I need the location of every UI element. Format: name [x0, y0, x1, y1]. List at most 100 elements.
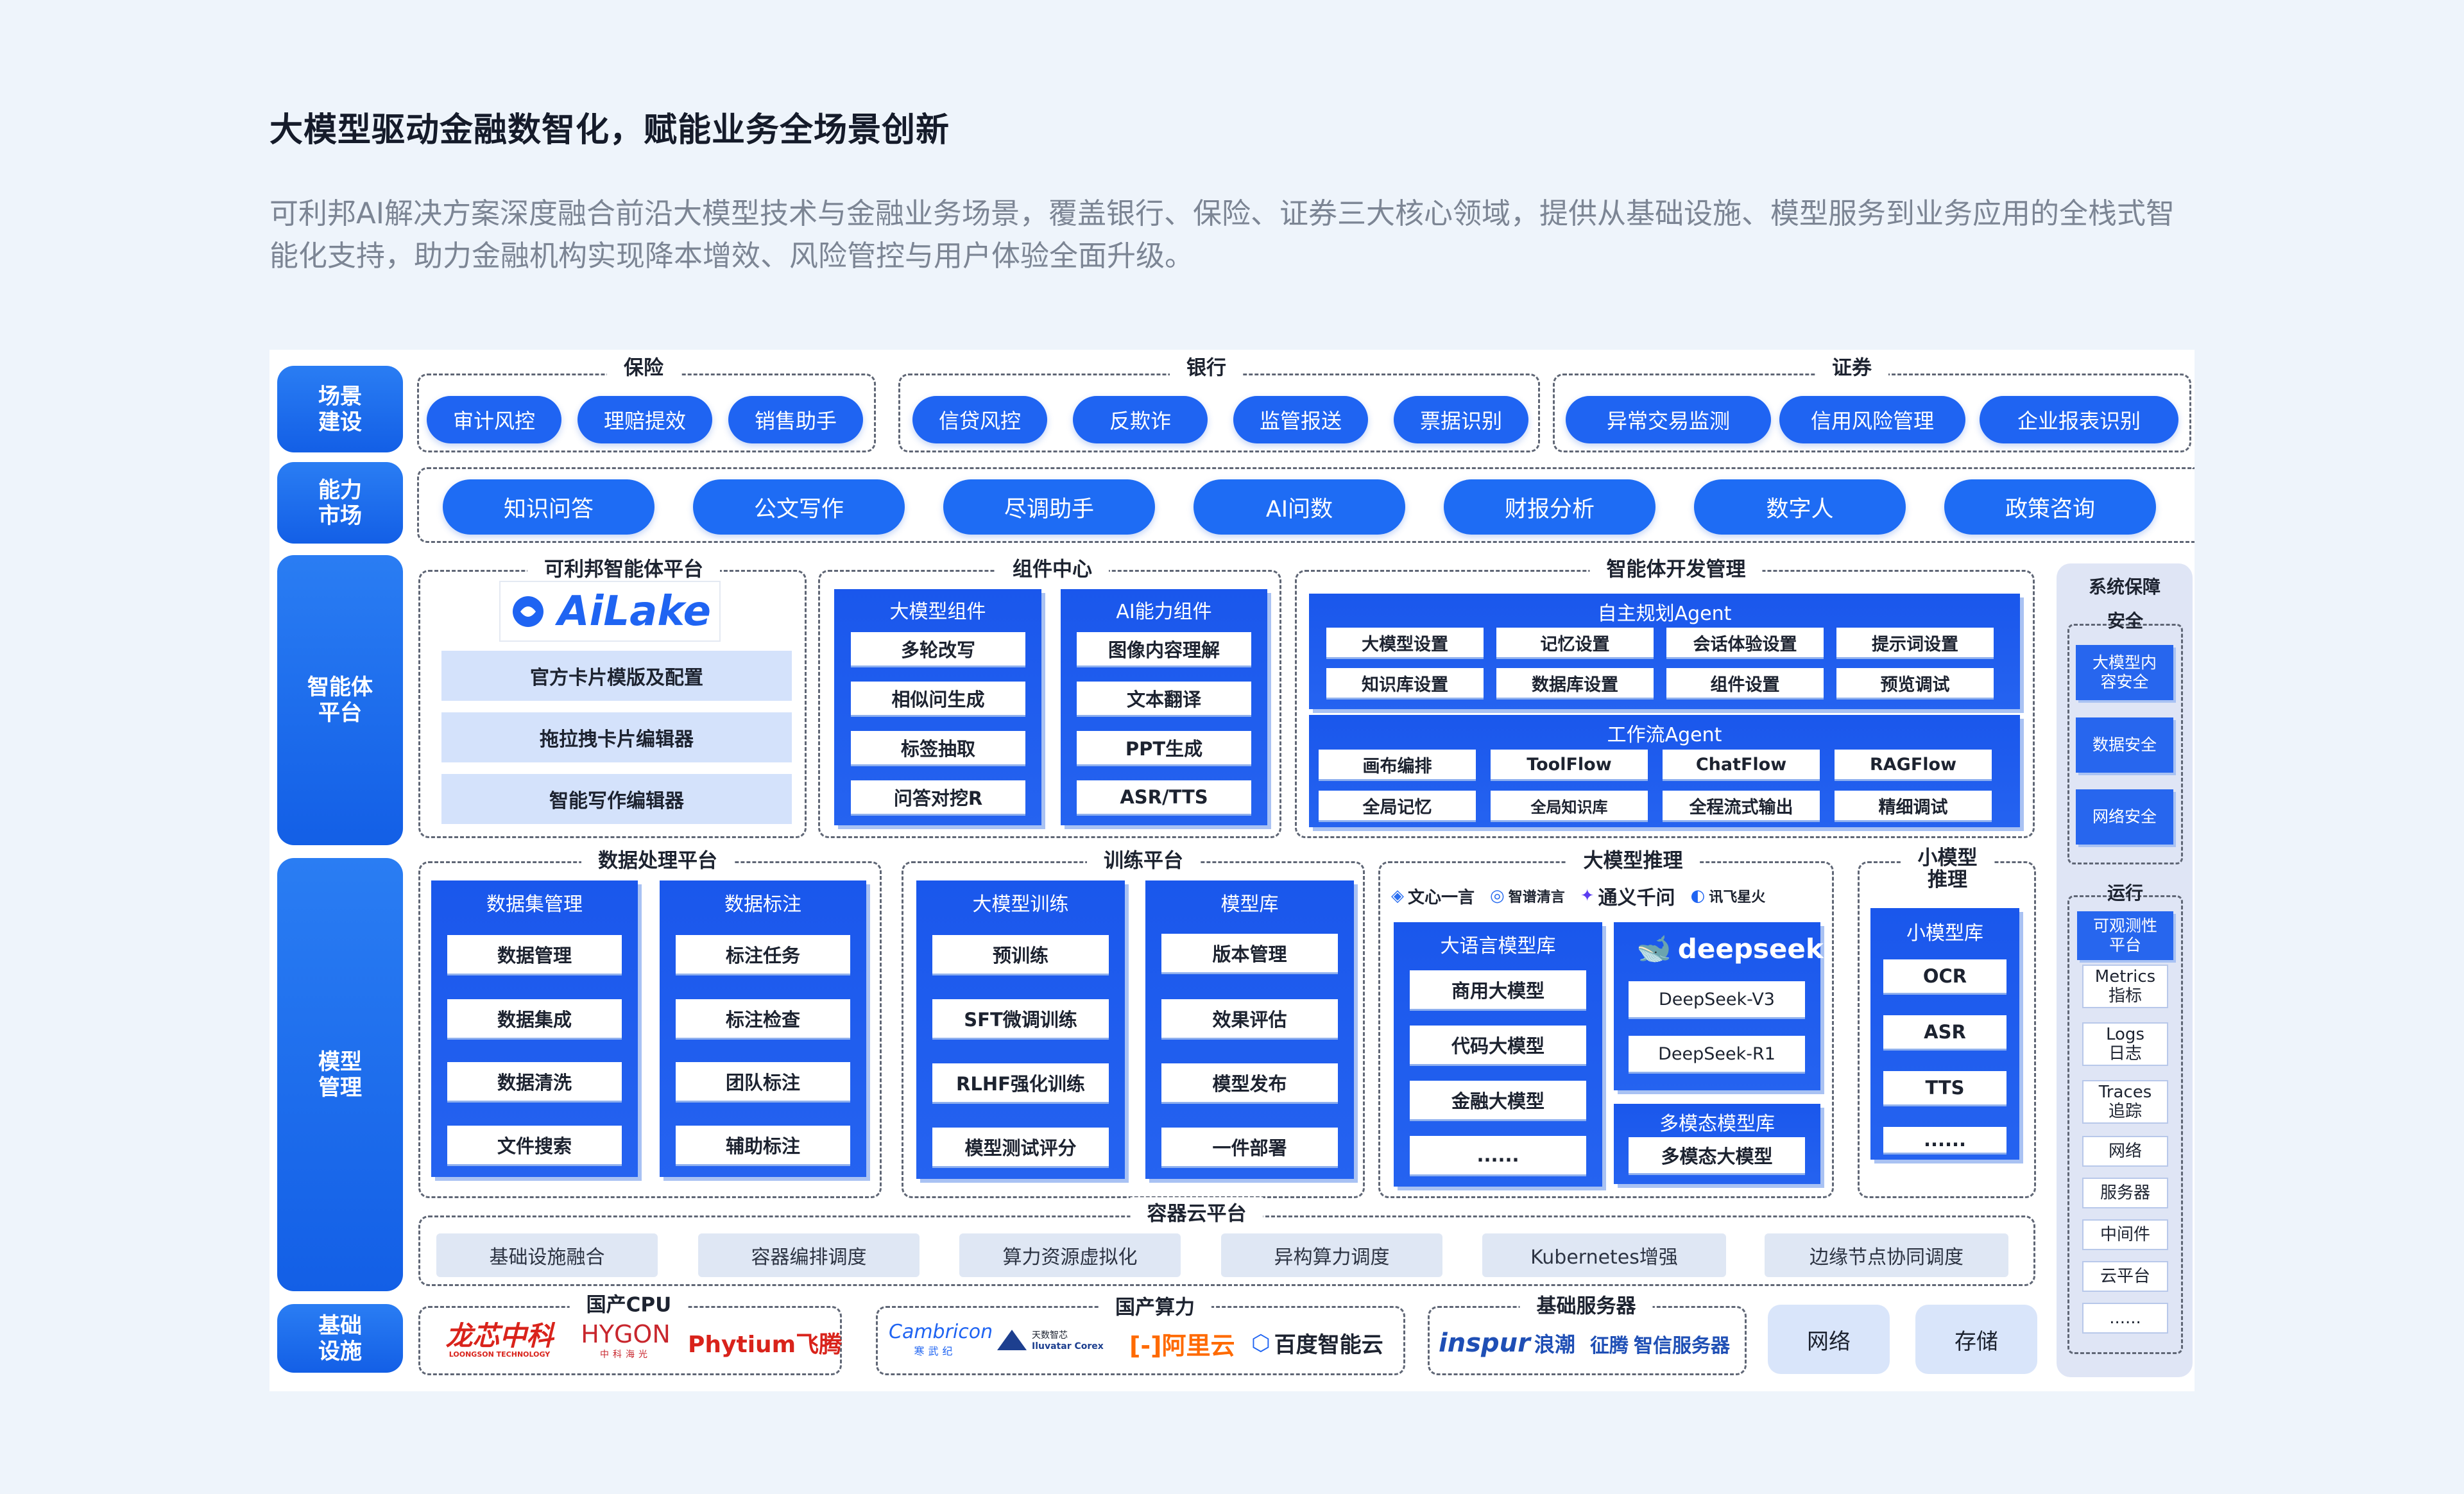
llm-component-item[interactable]: 问答对挖R — [851, 780, 1025, 814]
ai-component-item[interactable]: PPT生成 — [1077, 731, 1251, 764]
auto-agent-item[interactable]: 提示词设置 — [1836, 628, 1994, 657]
dataset-item[interactable]: 文件搜索 — [447, 1126, 622, 1164]
operation-title: 运行 — [2107, 882, 2143, 904]
scene-pill[interactable]: 异常交易监测 — [1566, 396, 1771, 443]
operation-item[interactable]: 中间件 — [2082, 1219, 2168, 1250]
small-model-item[interactable]: ...... — [1883, 1127, 2006, 1153]
scene-pill[interactable]: 票据识别 — [1394, 396, 1528, 443]
ability-pill[interactable]: 公文写作 — [693, 479, 905, 535]
auto-agent-item[interactable]: 预览调试 — [1836, 668, 1994, 698]
workflow-agent-item[interactable]: RAGFlow — [1835, 750, 1992, 779]
dataset-item[interactable]: 数据集成 — [447, 999, 622, 1038]
workflow-agent-item[interactable]: 全程流式输出 — [1663, 791, 1820, 820]
llm-train-item[interactable]: 模型测试评分 — [932, 1128, 1109, 1166]
dataset-item[interactable]: 数据清洗 — [447, 1062, 622, 1101]
container-item[interactable]: 算力资源虚拟化 — [959, 1233, 1181, 1277]
observability-platform[interactable]: 可观测性 平台 — [2077, 911, 2173, 960]
security-item[interactable]: 网络安全 — [2076, 789, 2173, 845]
ai-component-item[interactable]: ASR/TTS — [1077, 780, 1251, 814]
ai-component-item[interactable]: 文本翻译 — [1077, 682, 1251, 715]
auto-agent-item[interactable]: 大模型设置 — [1326, 628, 1484, 657]
ability-pill[interactable]: 财报分析 — [1444, 479, 1656, 535]
operation-item[interactable]: Metrics 指标 — [2082, 965, 2168, 1008]
agent-platform-item[interactable]: 拖拉拽卡片编辑器 — [441, 712, 792, 762]
llm-train-item[interactable]: RLHF强化训练 — [932, 1063, 1109, 1102]
llm-train-item[interactable]: SFT微调训练 — [932, 999, 1109, 1038]
ability-pill[interactable]: AI问数 — [1194, 479, 1405, 535]
auto-agent-item[interactable]: 数据库设置 — [1496, 668, 1654, 698]
scene-pill[interactable]: 信贷风控 — [912, 396, 1047, 443]
workflow-agent-item[interactable]: 画布编排 — [1319, 750, 1476, 779]
labeling-item[interactable]: 标注任务 — [676, 935, 850, 974]
workflow-agent-item[interactable]: 精细调试 — [1835, 791, 1992, 820]
inference-title: 大模型推理 — [1566, 844, 1700, 873]
operation-item[interactable]: 云平台 — [2082, 1261, 2168, 1292]
operation-item[interactable]: 网络 — [2082, 1136, 2168, 1167]
zhengteng-logo: 征腾智信服务器 — [1590, 1330, 1730, 1358]
language-model-item[interactable]: 商用大模型 — [1410, 970, 1586, 1009]
auto-agent-item[interactable]: 记忆设置 — [1496, 628, 1654, 657]
ability-pill[interactable]: 政策咨询 — [1944, 479, 2156, 535]
container-item[interactable]: 容器编排调度 — [698, 1233, 920, 1277]
operation-item[interactable]: Traces 追踪 — [2082, 1080, 2168, 1124]
scene-pill[interactable]: 理赔提效 — [578, 396, 712, 443]
small-model-item[interactable]: ASR — [1883, 1015, 2006, 1049]
scene-pill[interactable]: 反欺诈 — [1073, 396, 1208, 443]
scene-pill[interactable]: 监管报送 — [1233, 396, 1368, 443]
security-item[interactable]: 数据安全 — [2076, 717, 2173, 773]
workflow-agent-item[interactable]: 全局知识库 — [1491, 791, 1648, 820]
labeling-item[interactable]: 标注检查 — [676, 999, 850, 1038]
scene-pill[interactable]: 信用风险管理 — [1779, 396, 1965, 443]
ability-pill[interactable]: 数字人 — [1694, 479, 1906, 535]
workflow-agent-item[interactable]: 全局记忆 — [1319, 791, 1476, 820]
operation-item[interactable]: 服务器 — [2082, 1178, 2168, 1208]
model-repo-item[interactable]: 效果评估 — [1161, 999, 1338, 1038]
band-agent-platform: 智能体 平台 — [277, 555, 403, 845]
scene-pill[interactable]: 企业报表识别 — [1980, 396, 2178, 443]
auto-agent-item[interactable]: 组件设置 — [1666, 668, 1824, 698]
model-repo-item[interactable]: 版本管理 — [1161, 934, 1338, 972]
container-item[interactable]: 异构算力调度 — [1221, 1233, 1442, 1277]
model-repo-item[interactable]: 模型发布 — [1161, 1063, 1338, 1102]
language-model-item[interactable]: 代码大模型 — [1410, 1026, 1586, 1064]
operation-item[interactable]: Logs 日志 — [2082, 1022, 2168, 1066]
security-title: 安全 — [2107, 610, 2143, 631]
llm-train-item[interactable]: 预训练 — [932, 935, 1109, 974]
language-model-item[interactable]: 金融大模型 — [1410, 1081, 1586, 1119]
llm-component-item[interactable]: 标签抽取 — [851, 731, 1025, 764]
labeling-item[interactable]: 团队标注 — [676, 1062, 850, 1101]
model-repo-item[interactable]: 一件部署 — [1161, 1128, 1338, 1166]
security-item[interactable]: 大模型内 容安全 — [2076, 645, 2173, 700]
operation-item[interactable]: ...... — [2082, 1303, 2168, 1334]
ability-pill[interactable]: 尽调助手 — [943, 479, 1155, 535]
network-box[interactable]: 网络 — [1768, 1305, 1890, 1374]
llm-component-item[interactable]: 多轮改写 — [851, 632, 1025, 665]
auto-agent-item[interactable]: 知识库设置 — [1326, 668, 1484, 698]
small-model-item[interactable]: OCR — [1883, 959, 2006, 993]
small-model-item[interactable]: TTS — [1883, 1071, 2006, 1104]
language-model-item[interactable]: ...... — [1410, 1136, 1586, 1174]
container-item[interactable]: Kubernetes增强 — [1482, 1233, 1726, 1277]
dataset-item[interactable]: 数据管理 — [447, 935, 622, 974]
securities-title: 证券 — [1815, 351, 1888, 381]
storage-box[interactable]: 存储 — [1915, 1305, 2037, 1374]
ability-pill[interactable]: 知识问答 — [443, 479, 654, 535]
multimodal-item[interactable]: 多模态大模型 — [1629, 1137, 1805, 1173]
ai-component-item[interactable]: 图像内容理解 — [1077, 632, 1251, 665]
container-item[interactable]: 基础设施融合 — [436, 1233, 658, 1277]
deepseek-item[interactable]: DeepSeek-V3 — [1629, 981, 1805, 1017]
agent-platform-item[interactable]: 智能写作编辑器 — [441, 774, 792, 824]
agent-platform-item[interactable]: 官方卡片模版及配置 — [441, 651, 792, 701]
labeling-item[interactable]: 辅助标注 — [676, 1126, 850, 1164]
scene-pill[interactable]: 销售助手 — [728, 396, 863, 443]
phytium-logo: Phytium飞腾 — [688, 1332, 843, 1358]
scene-pill[interactable]: 审计风控 — [427, 396, 561, 443]
auto-agent-item[interactable]: 会话体验设置 — [1666, 628, 1824, 657]
llm-component-item[interactable]: 相似问生成 — [851, 682, 1025, 715]
vendor-name: 文心一言 — [1408, 888, 1475, 907]
workflow-agent-item[interactable]: ChatFlow — [1663, 750, 1820, 779]
workflow-agent-item[interactable]: ToolFlow — [1491, 750, 1648, 779]
deepseek-logo-text: deepseek — [1677, 932, 1824, 965]
deepseek-item[interactable]: DeepSeek-R1 — [1629, 1036, 1805, 1072]
container-item[interactable]: 边缘节点协同调度 — [1765, 1233, 2008, 1277]
